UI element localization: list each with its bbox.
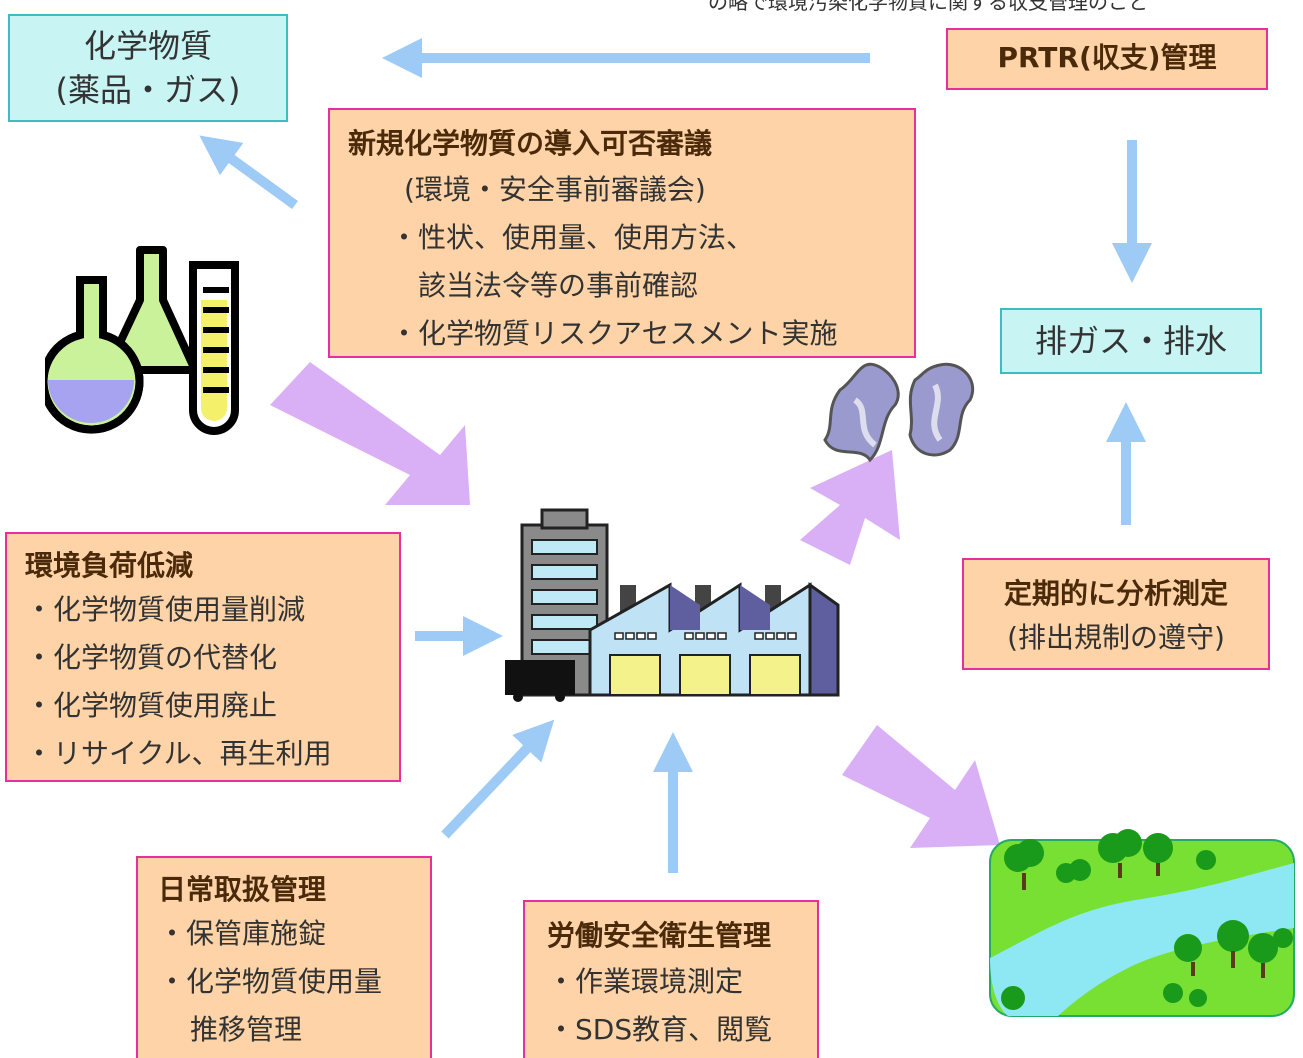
new-chemical-item: 該当法令等の事前確認 — [418, 269, 699, 302]
chemicals-box: 化学物質 (薬品・ガス) — [8, 14, 288, 122]
new-chemical-item: ・化学物質リスクアセスメント実施 — [390, 317, 838, 350]
daily-handling-box: 日常取扱管理 ・保管庫施錠 ・化学物質使用量 推移管理 — [136, 856, 432, 1058]
purple-arrow-input — [270, 362, 470, 505]
lab-glassware-icon — [45, 246, 239, 435]
labor-safety-box: 労働安全衛生管理 ・作業環境測定 ・SDS教育、閲覧 — [523, 900, 819, 1058]
environment-load-item: ・リサイクル、再生利用 — [25, 737, 332, 770]
new-chemical-item: ・性状、使用量、使用方法、 — [390, 221, 755, 254]
periodic-analysis-box: 定期的に分析測定 (排出規制の遵守) — [962, 558, 1270, 670]
environment-load-item: ・化学物質の代替化 — [25, 641, 278, 674]
daily-item: ・化学物質使用量 — [158, 965, 383, 998]
exhaust-box: 排ガス・排水 — [1000, 308, 1262, 374]
labor-title: 労働安全衛生管理 — [547, 919, 772, 952]
river-landscape-icon — [989, 829, 1295, 1017]
factory-icon — [505, 508, 840, 702]
arrow-flask-to-chemicals — [199, 135, 298, 210]
analysis-subtitle: (排出規制の遵守) — [1007, 621, 1225, 654]
exhaust-label: 排ガス・排水 — [1034, 322, 1227, 360]
new-chemical-title: 新規化学物質の導入可否審議 — [348, 127, 713, 160]
environment-load-title: 環境負荷低減 — [25, 549, 194, 582]
environment-load-box: 環境負荷低減 ・化学物質使用量削減 ・化学物質の代替化 ・化学物質使用廃止 ・リ… — [5, 532, 401, 782]
environment-load-item: ・化学物質使用量削減 — [25, 593, 306, 626]
daily-item: ・保管庫施錠 — [158, 917, 327, 950]
new-chemical-subtitle: (環境・安全事前審議会) — [404, 173, 706, 206]
new-chemical-review-box: 新規化学物質の導入可否審議 (環境・安全事前審議会) ・性状、使用量、使用方法、… — [328, 108, 916, 358]
purple-arrow-emission — [800, 450, 900, 565]
prtr-box: PRTR(収支)管理 — [946, 28, 1268, 90]
chemicals-line2: (薬品・ガス) — [55, 71, 241, 109]
labor-item: ・SDS教育、閲覧 — [547, 1013, 773, 1046]
daily-title: 日常取扱管理 — [158, 873, 327, 906]
analysis-title: 定期的に分析測定 — [1003, 577, 1228, 610]
prtr-title: PRTR(収支)管理 — [997, 41, 1217, 74]
prtr-definition-note: の略で環境汚染化学物質に関する収支管理のこと — [708, 0, 1148, 14]
environment-load-item: ・化学物質使用廃止 — [25, 689, 278, 722]
purple-arrow-discharge — [842, 725, 1000, 848]
arrow-daily-to-factory — [441, 719, 555, 839]
smoke-icon — [823, 362, 975, 463]
daily-item: 推移管理 — [190, 1013, 303, 1046]
chemicals-line1: 化学物質 — [83, 27, 212, 65]
labor-item: ・作業環境測定 — [547, 965, 744, 998]
